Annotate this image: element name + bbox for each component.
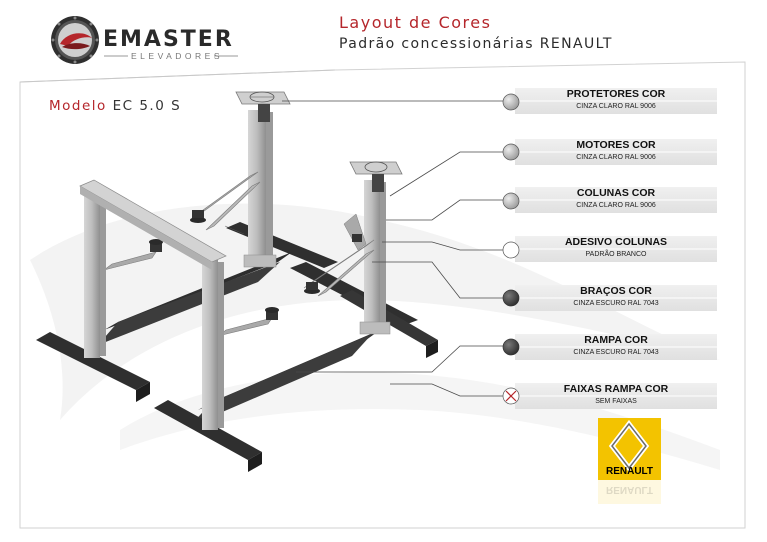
- swatch-bracos: [502, 289, 520, 307]
- header-divider: [19, 69, 336, 83]
- legend-tabs: [515, 88, 717, 409]
- left-post-front: [202, 260, 218, 430]
- legend-value: CINZA CLARO RAL 9006: [576, 154, 656, 161]
- model-label: Modelo EC 5.0 S: [49, 98, 181, 114]
- legend-item-bracos: BRAÇOS COR CINZA ESCURO RAL 7043: [515, 285, 717, 311]
- legend-item-adesivo: ADESIVO COLUNAS PADRÃO BRANCO: [515, 236, 717, 262]
- swatch-adesivo: [502, 241, 520, 259]
- brand-tagline: ELEVADORES: [131, 51, 224, 61]
- leader-lines: [282, 100, 512, 397]
- left-base: [36, 332, 150, 390]
- left-post-back: [84, 188, 100, 358]
- swatch-faixas-none-icon: [502, 387, 520, 405]
- legend-label: PROTETORES COR: [566, 88, 666, 100]
- legend-label: BRAÇOS COR: [580, 285, 652, 297]
- front-column: [364, 180, 380, 328]
- legend-label: ADESIVO COLUNAS: [564, 236, 668, 248]
- legend-value: CINZA ESCURO RAL 7043: [573, 300, 659, 307]
- renault-reflection: RENAULT: [605, 484, 654, 495]
- front-motor-guard: [349, 161, 403, 175]
- swatch-protetores: [502, 93, 520, 111]
- legend-label: COLUNAS COR: [576, 187, 656, 199]
- legend-value: CINZA CLARO RAL 9006: [576, 202, 656, 209]
- left-arm: [103, 239, 279, 337]
- lift-drawing: [36, 91, 438, 472]
- legend-value: SEM FAIXAS: [595, 398, 637, 405]
- brand-name: EMASTER: [103, 27, 234, 52]
- swatch-colunas: [502, 192, 520, 210]
- renault-name: RENAULT: [605, 466, 654, 477]
- legend-item-motores: MOTORES COR CINZA CLARO RAL 9006: [515, 139, 717, 165]
- model-code: EC 5.0 S: [112, 98, 182, 114]
- legend-label: MOTORES COR: [576, 139, 656, 151]
- legend-value: CINZA ESCURO RAL 7043: [573, 349, 659, 356]
- emaster-logo-icon: [51, 16, 99, 64]
- left-gantry: [79, 179, 227, 430]
- rear-arms: [190, 171, 261, 231]
- model-prefix: Modelo: [49, 98, 107, 114]
- legend-value: CINZA CLARO RAL 9006: [576, 103, 656, 110]
- legend-item-faixas: FAIXAS RAMPA COR SEM FAIXAS: [515, 383, 717, 409]
- rear-motor-guard: [235, 91, 291, 105]
- legend-item-colunas: COLUNAS COR CINZA CLARO RAL 9006: [515, 187, 717, 213]
- swatch-motores: [502, 143, 520, 161]
- legend-label: FAIXAS RAMPA COR: [563, 383, 669, 395]
- front-arms: [303, 213, 375, 297]
- swatch-rampa: [502, 338, 520, 356]
- legend-value: PADRÃO BRANCO: [585, 251, 647, 258]
- legend-label: RAMPA COR: [584, 334, 648, 346]
- page-title: Layout de Cores: [339, 13, 492, 32]
- renault-logo-icon: [598, 418, 661, 504]
- legend-item-protetores: PROTETORES COR CINZA CLARO RAL 9006: [515, 88, 717, 114]
- legend-item-rampa: RAMPA COR CINZA ESCURO RAL 7043: [515, 334, 717, 360]
- page-subtitle: Padrão concessionárias RENAULT: [339, 36, 613, 52]
